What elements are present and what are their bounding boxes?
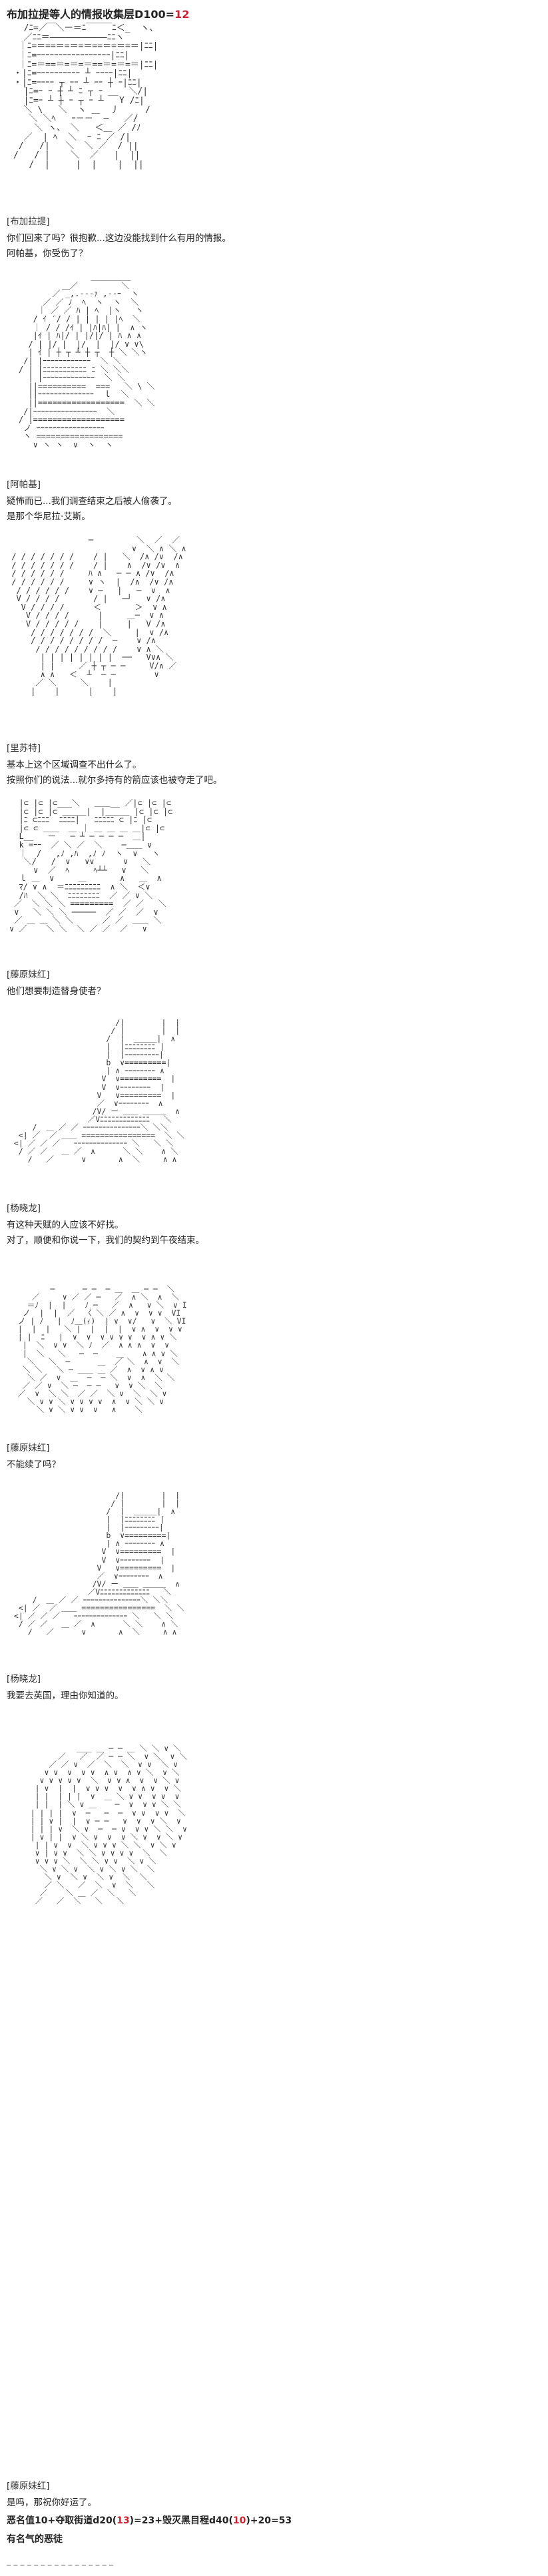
dialogue-line: 我要去英国，理由你知道的。 (7, 1690, 124, 1701)
result-line: 有名气的恶徒 (7, 2534, 63, 2545)
roll-value: 13 (117, 2515, 130, 2526)
dialogue-line: 他们想要制造替身使者？ (7, 986, 106, 997)
dialogue-line: 是那个华尼拉·艾斯。 (7, 511, 91, 522)
speaker-label: [藤原妹红] (7, 1443, 50, 1453)
page-title: 布加拉提等人的情报收集层D100=12 (7, 5, 189, 21)
dialogue-line: 有这种天赋的人应该不好找。 (7, 1220, 124, 1230)
roll-value: 10 (232, 2515, 246, 2526)
ascii-art-figure: ─ ─ ─ ─ ＿ ＿ ─ ─ ＼ ／ ∨ ／ ／ ─ ／ ∧ ＼ ∧ ＼ ＝ﾉ… (17, 1284, 187, 1414)
dialogue-line: 基本上这个区域调查不出什么了。 (7, 760, 142, 770)
ascii-art-figure: /| | | / | | | / | ＿＿＿| ∧ | |ﾆﾆﾆﾆﾆﾆﾆﾆ | … (13, 1491, 184, 1637)
dialogue-line: 你们回来了吗？很抱歉...这边没能找到什么有用的情报。 (7, 233, 231, 244)
ascii-art-figure: /| | | / | | | / | ＿＿＿| ∧ | |ﾆﾆﾆﾆﾆﾆﾆﾆ | … (13, 1018, 184, 1164)
speaker-label: [杨晓龙] (7, 1203, 41, 1214)
ascii-art-figure: /ﾆ=／￣＼ー＝ﾆ￣￣￣ﾆ＜_ ヽ、 ／ﾆﾆ＝―――――――――――ﾆﾆヽ ｜ﾆ… (13, 23, 158, 170)
ascii-art-figure: ─ ＼ ／ ／ ∨ ＼ ∧ ＼ ∧ / / / / / / / / | ＼ /∧… (11, 535, 186, 696)
dialogue-line: 按照你们的说法...就尔多持有的箭应该也被夺走了吧。 (7, 775, 222, 786)
speaker-label: [藤原妹红] (7, 969, 50, 980)
dialogue-line: 是吗，那祝你好运了。 (7, 2497, 97, 2508)
divider (7, 2565, 113, 2566)
dialogue-line: 疑怖而已...我们调查结束之后被人偷袭了。 (7, 496, 177, 507)
speaker-label: [阿帕基] (7, 479, 41, 490)
dialogue-line: 阿帕基，你受伤了？ (7, 248, 88, 259)
speaker-label: [布加拉提] (7, 216, 50, 227)
speaker-label: [杨晓龙] (7, 1674, 41, 1684)
ascii-art-figure: ＿＿ ＿ ─ ─ ＿ ＼ ＼ ∨ ＼ ／ ／ ／ ─ ─ ＼ ∨ ＼ ∨ ＼ ／… (30, 1744, 187, 1906)
roll-part: )+20=53 (246, 2515, 292, 2526)
speaker-label: [里苏特] (7, 743, 41, 754)
dialogue-line: 对了，顺便和你说一下，我们的契约到午夜结束。 (7, 1235, 204, 1246)
page-title-text: 布加拉提等人的情报收集层D100= (7, 8, 175, 21)
ascii-art-figure: ＿＿＿＿＿ ＿／ ＼ ／ _,.---ｧ ,-‐ｰ ヽ ／ ／ ﾉ ﾍ ヽ ヽ … (19, 272, 155, 449)
roll-part: 恶名值10+夺取街道d20( (7, 2515, 117, 2526)
roll-part: )=23+毁灭黑目程d40( (129, 2515, 233, 2526)
roll-line: 恶名值10+夺取街道d20(13)=23+毁灭黑目程d40(10)+20=53 (7, 2513, 292, 2527)
speaker-label: [藤原妹红] (7, 2481, 50, 2491)
dialogue-line: 不能续了吗？ (7, 1459, 61, 1470)
ascii-art-figure: |⊂ |⊂ |⊂___＼ ＿＿__ ／|⊂ |⊂ |⊂ |⊂ |⊂ |⊂ ＿＿＿… (9, 798, 173, 933)
page-title-value: 12 (174, 8, 190, 21)
